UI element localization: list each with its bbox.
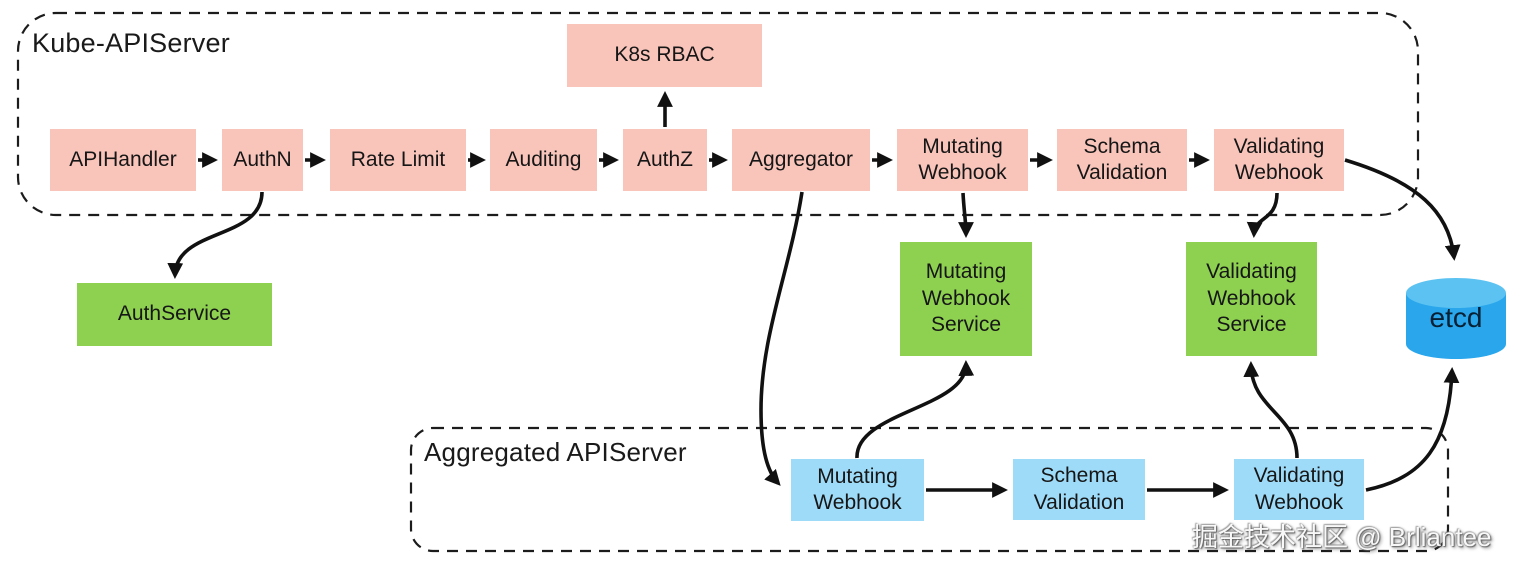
node-validating-webhook-kube: Validating Webhook [1214,129,1344,191]
node-k8s-rbac: K8s RBAC [567,24,762,87]
node-mutating-webhook-kube: Mutating Webhook [897,129,1028,191]
arrow-mw-agg-service [855,360,975,459]
node-etcd: etcd [1404,276,1508,372]
arrow-mw-kube-service [958,192,974,238]
node-mutating-webhook-agg: Mutating Webhook [791,459,924,521]
kube-apiserver-title: Kube-APIServer [32,28,230,58]
node-mutating-webhook-service: Mutating Webhook Service [900,242,1032,356]
node-apihandler: APIHandler [50,129,196,191]
node-authn: AuthN [222,129,303,191]
node-validating-webhook-service: Validating Webhook Service [1186,242,1317,356]
aggregated-apiserver-title: Aggregated APIServer [424,437,687,467]
watermark-text: 掘金技术社区 @ Brliantee [1192,522,1492,552]
etcd-label: etcd [1429,302,1483,333]
arrow-vw-kube-etcd [1344,158,1461,261]
node-aggregator: Aggregator [732,129,870,191]
arrow-vw-agg-etcd [1365,367,1460,492]
arrow-vw-kube-service [1246,192,1279,238]
node-rate-limit: Rate Limit [330,129,466,191]
node-auth-service: AuthService [77,283,272,346]
node-authz: AuthZ [623,129,707,191]
arrow-authn-authservice [167,191,264,279]
node-validating-webhook-agg: Validating Webhook [1234,459,1364,520]
node-schema-validation-agg: Schema Validation [1013,459,1145,520]
arrow-vw-agg-service [1243,361,1299,459]
arrow-aggregator-mw-agg [759,191,804,486]
node-schema-validation-kube: Schema Validation [1057,129,1187,191]
database-cylinder-icon [1406,278,1506,359]
node-auditing: Auditing [490,129,597,191]
